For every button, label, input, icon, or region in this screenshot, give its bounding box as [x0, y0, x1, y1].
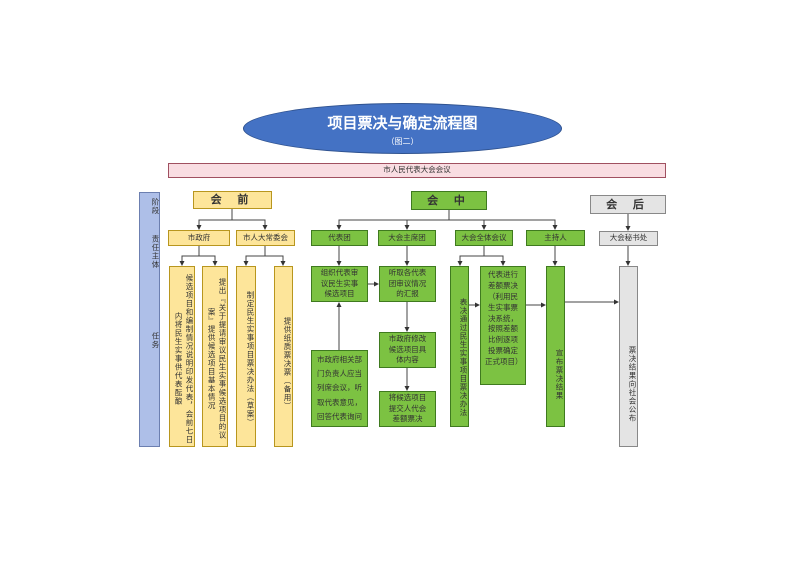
label-stage: 阶段 [151, 197, 160, 215]
task-draft-rules: 制定民生实事项目票决办法（草案） [236, 266, 256, 447]
task-propose: 提出『关于提请审议民生实事候选项目的议案』提供候选项目基本情况 [202, 266, 228, 447]
task-adopt-rules: 表决通过民生实事项目票决办法 [450, 266, 469, 427]
task-publish: 票决结果向社会公布 [619, 266, 638, 447]
subject-delegations: 代表团 [311, 230, 368, 246]
task-organize-review: 组织代表审议民生实事候选项目 [311, 266, 368, 302]
task-distribute: 候选项目和编制情况说明印发代表，会前七日内将民生实事供代表酝酿 [169, 266, 195, 447]
subject-standing-committee: 市人大常委会 [236, 230, 295, 246]
label-task: 任务 [151, 331, 160, 349]
subject-host: 主持人 [526, 230, 585, 246]
stage-before: 会 前 [193, 191, 272, 209]
side-column [139, 192, 160, 447]
subject-city-gov: 市政府 [168, 230, 230, 246]
diagram-title: 项目票决与确定流程图 [327, 114, 478, 132]
subject-presidium: 大会主席团 [378, 230, 436, 246]
task-submit: 将候选项目提交人代会差额票决 [379, 391, 436, 427]
task-modify: 市政府修改候选项目具体内容 [379, 332, 436, 368]
task-differential-vote: 代表进行差额票决（利用民生实事票决系统，按照差额比例逐项投票确定正式项目） [480, 266, 526, 385]
session-banner: 市人民代表大会会议 [168, 163, 666, 178]
task-respond: 市政府相关部门负责人应当列席会议，听取代表意见，回答代表询问 [311, 350, 368, 427]
subject-secretariat: 大会秘书处 [599, 231, 658, 246]
task-paper-ballot: 提供纸质票决票（备用） [274, 266, 293, 447]
subject-plenary: 大会全体会议 [455, 230, 513, 246]
task-hear-report: 听取各代表团审议情况的汇报 [379, 266, 436, 302]
diagram-subtitle: （图二） [386, 137, 419, 146]
stage-during: 会 中 [411, 191, 487, 210]
label-subject: 责任主体 [151, 235, 160, 269]
stage-after: 会 后 [590, 195, 666, 214]
task-announce: 宣布票决结果 [546, 266, 565, 427]
title-ellipse: 项目票决与确定流程图 （图二） [243, 103, 562, 154]
